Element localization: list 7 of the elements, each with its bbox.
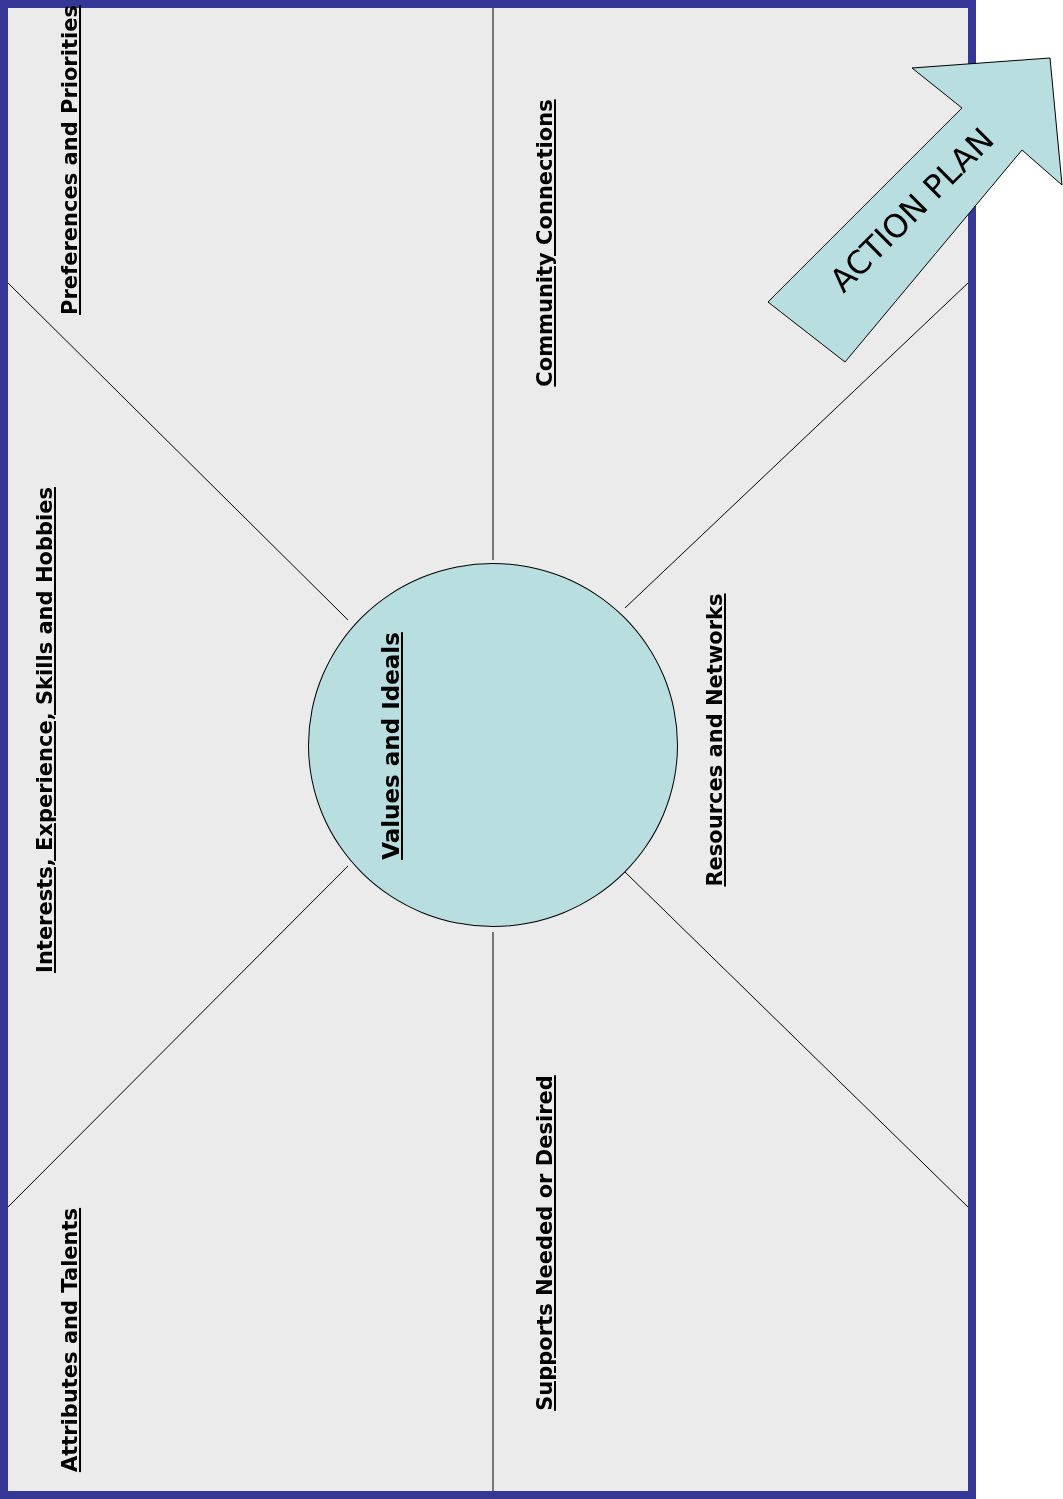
section-heading: Supports Needed or Desired [533, 1075, 557, 1411]
section-heading: Community Connections [533, 99, 557, 387]
section-heading: Resources and Networks [703, 593, 727, 887]
section-heading: Attributes and Talents [58, 1207, 82, 1473]
circle-title: Values and Ideals [378, 632, 404, 860]
section-heading: Interests, Experience, Skills and Hobbies [33, 487, 57, 973]
section-heading: Preferences and Priorities [58, 5, 82, 315]
